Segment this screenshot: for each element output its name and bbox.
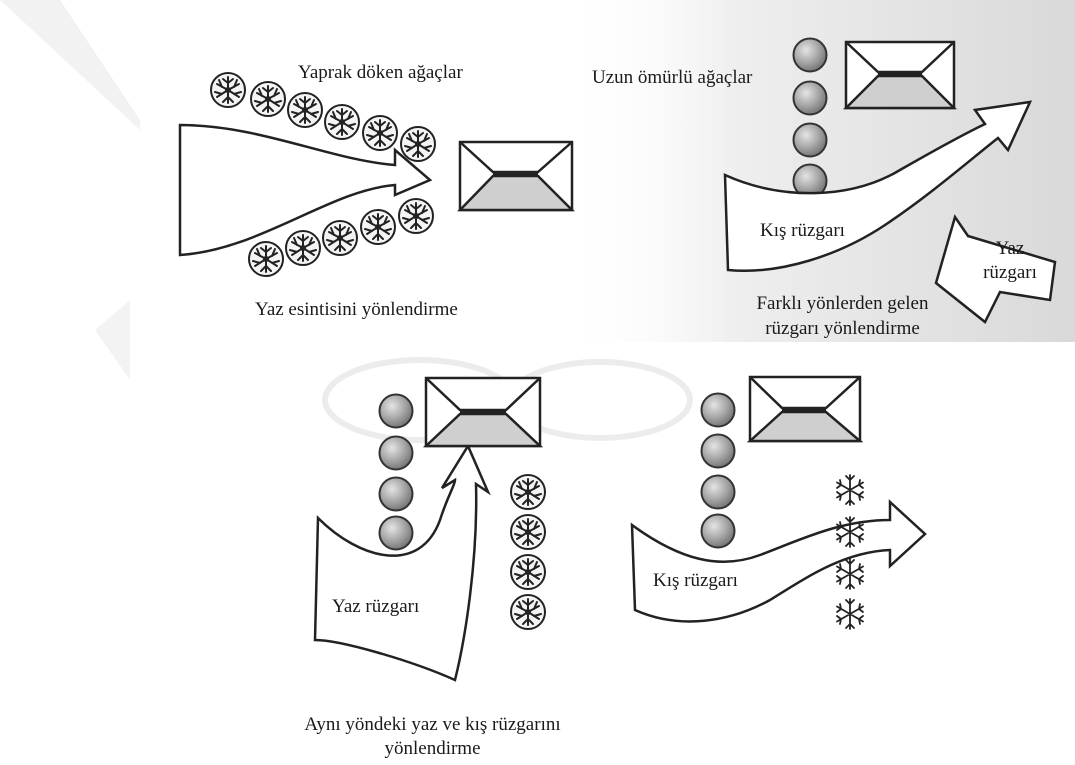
evergreen-tree-icon	[700, 513, 736, 549]
panel-different-directions	[723, 37, 1057, 324]
snowflake-icon	[836, 474, 864, 506]
evergreen-tree-icon	[378, 515, 414, 551]
different-directions-caption-line2: rüzgarı yönlendirme	[765, 318, 920, 339]
decor-stripe	[0, 0, 140, 130]
evergreen-trees-label: Uzun ömürlü ağaçlar	[592, 67, 753, 88]
deciduous-tree-column	[510, 474, 546, 630]
summer-breeze-arrow	[178, 123, 433, 257]
deciduous-tree-icon	[510, 594, 546, 630]
summer-wind-u-arrow	[313, 443, 491, 682]
deciduous-tree-icon	[510, 554, 546, 590]
deciduous-tree-icon	[287, 92, 323, 128]
deciduous-tree-icon	[400, 126, 436, 162]
evergreen-tree-icon	[700, 433, 736, 469]
deciduous-tree-icon	[322, 220, 358, 256]
summer-wind-arrow	[934, 214, 1057, 324]
winter-wind-label: Kış rüzgarı	[760, 220, 845, 241]
evergreen-tree-column	[700, 392, 736, 549]
decor-stripe	[95, 300, 130, 380]
house-roof-icon	[746, 375, 864, 443]
deciduous-tree-icon	[360, 209, 396, 245]
panel-summer-breeze	[178, 72, 576, 277]
evergreen-tree-icon	[792, 80, 828, 116]
summer-wind-label-line2: rüzgarı	[983, 262, 1037, 283]
house-roof-icon	[457, 140, 576, 212]
panel-same-direction-summer	[313, 357, 693, 682]
snowflake-icon	[836, 598, 864, 630]
different-directions-caption-line1: Farklı yönlerden gelen	[756, 293, 929, 314]
same-direction-caption-line2: yönlendirme	[384, 738, 481, 759]
snowflake-icon	[836, 558, 864, 590]
evergreen-tree-column	[378, 393, 414, 551]
same-direction-caption-line1: Aynı yöndeki yaz ve kış rüzgarını	[304, 714, 561, 735]
deciduous-tree-icon	[250, 81, 286, 117]
evergreen-tree-icon	[700, 474, 736, 510]
evergreen-tree-icon	[792, 37, 828, 73]
house-roof-icon	[422, 376, 544, 448]
house-roof-icon	[842, 40, 958, 110]
evergreen-tree-icon	[378, 435, 414, 471]
summer-wind-label: Yaz rüzgarı	[332, 596, 420, 617]
deciduous-tree-icon	[248, 241, 284, 277]
winter-wind-arrow	[723, 100, 1033, 272]
deciduous-tree-icon	[285, 230, 321, 266]
deciduous-tree-icon	[324, 104, 360, 140]
evergreen-tree-icon	[700, 392, 736, 428]
deciduous-tree-icon	[210, 72, 246, 108]
deciduous-tree-icon	[510, 474, 546, 510]
deciduous-tree-icon	[362, 115, 398, 151]
summer-breeze-caption: Yaz esintisini yönlendirme	[255, 299, 458, 320]
deciduous-tree-icon	[398, 198, 434, 234]
summer-wind-label-line1: Yaz	[995, 238, 1025, 259]
panel-same-direction-winter	[630, 375, 927, 630]
winter-wind-wave-arrow	[630, 499, 927, 623]
deciduous-tree-icon	[510, 514, 546, 550]
evergreen-tree-icon	[792, 122, 828, 158]
winter-wind-label: Kış rüzgarı	[653, 570, 738, 591]
deciduous-trees-label: Yaprak döken ağaçlar	[298, 62, 463, 83]
evergreen-tree-icon	[378, 393, 414, 429]
evergreen-tree-icon	[378, 476, 414, 512]
